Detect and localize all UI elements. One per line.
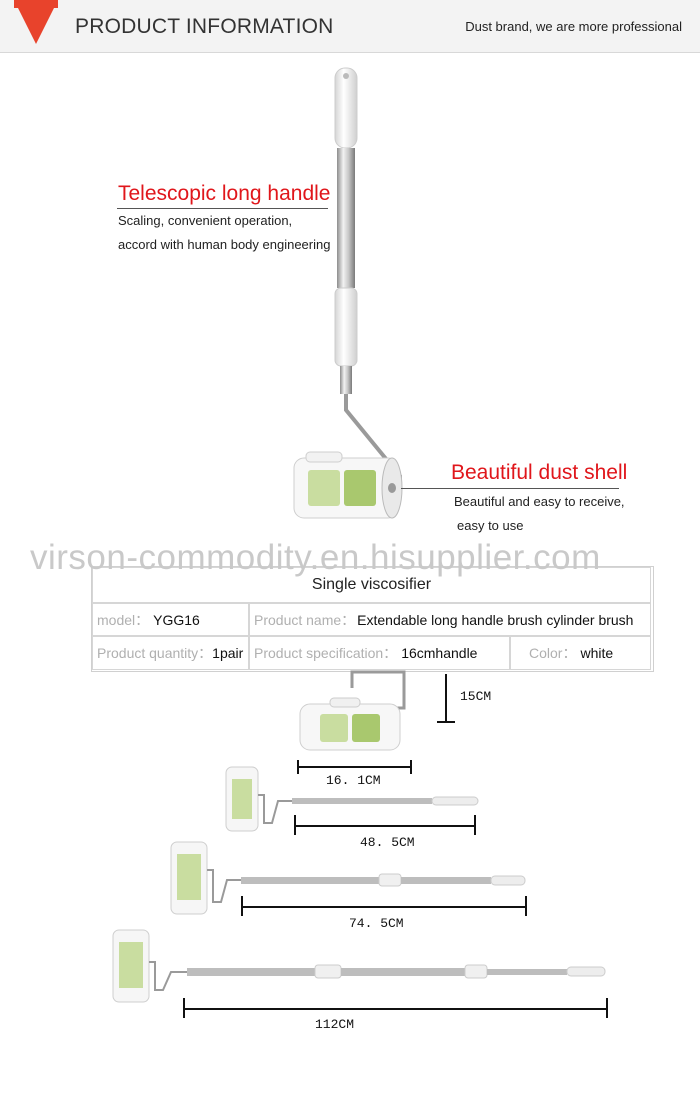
dim-height-label: 15CM — [460, 689, 492, 704]
header-flag-top — [14, 0, 58, 8]
spec-color-cell: Color： white — [510, 636, 651, 670]
callout-handle-title: Telescopic long handle — [118, 182, 331, 205]
handle-upper-tube — [337, 148, 355, 288]
header-tagline: Dust brand, we are more professional — [465, 19, 682, 34]
callout-shell-line1: Beautiful and easy to receive, — [454, 494, 625, 509]
callout-shell-line — [401, 488, 619, 489]
product-main-image — [293, 67, 403, 519]
dimension-head-image — [299, 670, 406, 751]
dim-mid-line — [241, 906, 527, 908]
callout-handle-line2: accord with human body engineering — [118, 237, 331, 252]
dimension-mid-image — [170, 841, 526, 915]
spec-qty-cell: Product quantity： 1pair — [92, 636, 249, 670]
spec-spec-cell: Product specification： 16cmhandle — [249, 636, 510, 670]
handle-top-grip — [334, 67, 358, 149]
dim-height-tick — [437, 721, 455, 723]
handle-joint — [334, 287, 358, 367]
spec-name-value: Extendable long handle brush cylinder br… — [357, 611, 634, 628]
dim-width-line — [297, 766, 412, 768]
spec-table: Single viscosifier model： YGG16 Product … — [91, 566, 654, 672]
spec-model-cell: model： YGG16 — [92, 603, 249, 636]
dimension-short-image — [225, 766, 479, 832]
spec-spec-value: 16cmhandle — [401, 645, 478, 661]
dim-width-label: 16. 1CM — [326, 773, 381, 788]
callout-shell-line2: easy to use — [457, 518, 524, 533]
watermark: virson-commodity.en.hisupplier.com — [30, 538, 601, 577]
spec-qty-value: 1pair — [212, 645, 244, 661]
header-bar — [0, 0, 700, 53]
dim-short-line — [294, 825, 476, 827]
callout-handle-line — [117, 208, 328, 209]
spec-model-value: YGG16 — [153, 611, 200, 628]
spec-name-cell: Product name： Extendable long handle bru… — [249, 603, 651, 636]
callout-handle-line1: Scaling, convenient operation, — [118, 213, 293, 228]
spec-table-heading: Single viscosifier — [92, 567, 651, 603]
dim-short-label: 48. 5CM — [360, 835, 415, 850]
page-title: PRODUCT INFORMATION — [75, 15, 334, 38]
spec-name-label: Product name： — [254, 611, 356, 628]
dim-height-vline — [445, 674, 447, 722]
spec-color-value: white — [580, 645, 614, 661]
spec-spec-label: Product specification： — [254, 645, 398, 661]
spec-color-label: Color： — [529, 645, 577, 661]
callout-shell-title: Beautiful dust shell — [451, 461, 628, 484]
dim-mid-label: 74. 5CM — [349, 916, 404, 931]
dim-long-label: 112CM — [315, 1017, 355, 1032]
spec-model-label: model： — [97, 611, 150, 628]
dim-long-line — [183, 1008, 608, 1010]
spec-qty-label: Product quantity： — [97, 645, 213, 661]
dimension-long-image — [112, 929, 606, 1003]
